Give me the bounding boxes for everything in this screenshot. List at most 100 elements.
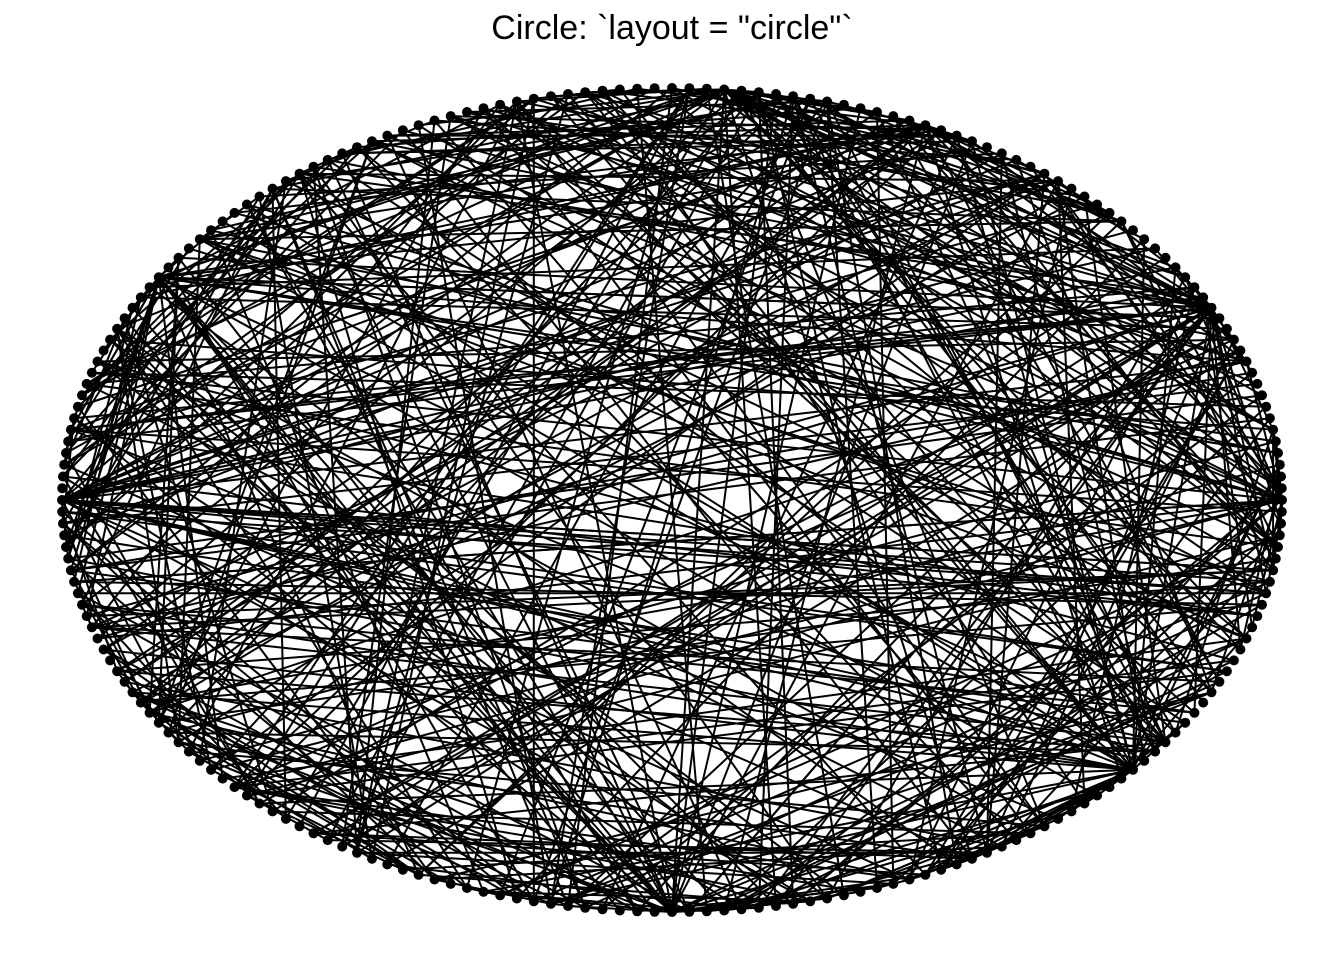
graph-node [65, 565, 76, 576]
graph-edge [210, 768, 420, 876]
graph-edge [234, 499, 1283, 789]
graph-node [667, 83, 677, 93]
graph-node [337, 148, 348, 159]
graph-node [1276, 483, 1287, 494]
graph-node [563, 901, 573, 911]
graph-node [632, 906, 643, 917]
graph-edge [671, 93, 777, 913]
graph-node [92, 633, 103, 644]
graph-node [1139, 755, 1150, 766]
graph-node [649, 906, 660, 917]
graph-edge [81, 97, 535, 397]
graph-node [1264, 413, 1275, 424]
graph-edge [515, 101, 673, 913]
graph-node [478, 103, 489, 114]
graph-node [684, 906, 695, 917]
graph-node [1257, 599, 1267, 610]
graph-edge [1193, 307, 1213, 713]
graph-node [105, 334, 116, 345]
graph-node [322, 835, 333, 846]
graph-node [1160, 252, 1171, 263]
graph-node [872, 107, 882, 117]
graph-node [1039, 821, 1050, 832]
graph-node [1268, 565, 1279, 576]
graph-node [936, 864, 947, 875]
graph-edge [671, 107, 862, 913]
graph-edge [356, 306, 1213, 854]
graph-edge [550, 902, 603, 911]
graph-edge [97, 306, 1212, 640]
graph-edge [65, 93, 569, 548]
graph-node [63, 436, 74, 447]
graph-node [77, 390, 87, 401]
graph-node [545, 91, 556, 102]
graph-edge [741, 777, 1122, 911]
graph-node [1221, 666, 1232, 677]
graph-edge [131, 307, 673, 913]
graph-edge [81, 188, 274, 606]
graph-node [1241, 356, 1252, 367]
graph-node [1261, 588, 1272, 599]
graph-edge [68, 394, 1263, 560]
graph-node [217, 773, 228, 784]
graph-node [445, 111, 456, 122]
graph-edge [67, 307, 134, 559]
graph-node [127, 687, 138, 698]
graph-edge [234, 786, 811, 903]
graph-edge [483, 768, 1134, 893]
graph-node [57, 495, 67, 505]
graph-edge [1083, 196, 1167, 743]
graph-node [719, 905, 730, 916]
graph-node [135, 697, 146, 708]
graph-edge [312, 166, 587, 909]
graph-node [872, 883, 882, 893]
graph-edge [68, 306, 1212, 443]
graph-edge [450, 115, 942, 132]
graph-edge [533, 580, 1271, 903]
graph-edge [62, 195, 261, 525]
graph-edge [450, 115, 1283, 501]
graph-node [982, 847, 992, 858]
graph-node [1198, 292, 1209, 303]
graph-node [69, 576, 80, 587]
graph-node [1150, 243, 1161, 254]
graph-edge [61, 266, 1176, 501]
graph-edge [723, 124, 927, 911]
graph-edge [70, 88, 725, 572]
graph-edge [892, 115, 1279, 548]
graph-node [684, 83, 695, 94]
graph-node [1276, 518, 1286, 529]
graph-edge [940, 534, 1281, 871]
graph-node [855, 103, 866, 114]
graph-edge [70, 428, 1059, 820]
graph-node [495, 99, 506, 110]
graph-node [81, 378, 92, 389]
graph-node [382, 130, 393, 141]
graph-edge [483, 107, 1212, 309]
graph-edge [356, 146, 1018, 841]
graph-node [967, 853, 977, 864]
graph-node [545, 898, 556, 909]
graph-node [72, 401, 83, 412]
graph-node [308, 828, 319, 839]
graph-node [736, 904, 747, 915]
graph-node [805, 93, 816, 104]
graph-node [511, 893, 522, 904]
graph-node [144, 707, 155, 718]
graph-node [135, 292, 146, 303]
graph-node [1011, 835, 1022, 846]
graph-edge [342, 88, 725, 155]
graph-edge [971, 140, 1235, 341]
graph-node [206, 225, 216, 236]
graph-edge [62, 475, 743, 911]
graph-edge [131, 276, 160, 309]
graph-node [1277, 495, 1287, 505]
graph-edge [706, 87, 1283, 501]
graph-edge [199, 463, 1281, 762]
graph-node [1206, 302, 1217, 313]
graph-node [241, 199, 252, 210]
graph-edge [285, 97, 811, 183]
graph-edge [62, 382, 1258, 525]
graph-node [1116, 216, 1127, 227]
